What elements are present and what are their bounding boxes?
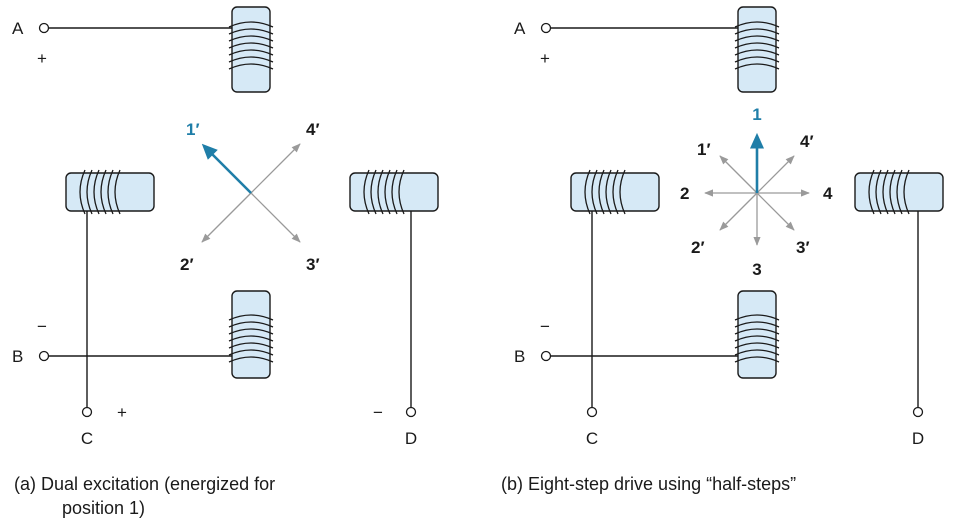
terminal-label-a: A — [514, 19, 526, 38]
coil-top — [228, 6, 274, 93]
polarity-d: − — [373, 403, 383, 422]
vector-1p — [719, 155, 758, 194]
vector-4p — [250, 143, 301, 194]
vector-3p — [756, 192, 795, 231]
vector-label-3p: 3′ — [796, 238, 810, 257]
vector-label-2p: 2′ — [180, 255, 194, 274]
vector-3p — [250, 192, 301, 243]
caption-b: (b) Eight-step drive using “half-steps” — [501, 474, 796, 494]
terminal-label-d: D — [912, 429, 924, 448]
coil-left — [65, 169, 155, 215]
vector-1p-highlight — [201, 143, 252, 194]
vector-label-1: 1 — [752, 105, 761, 124]
terminal-label-b: B — [514, 347, 525, 366]
terminal-c — [586, 406, 598, 418]
vector-label-2: 2 — [680, 184, 689, 203]
coil-right — [349, 169, 439, 215]
vector-4p — [756, 155, 795, 194]
terminal-label-c: C — [81, 429, 93, 448]
terminal-label-a: A — [12, 19, 24, 38]
terminal-label-c: C — [586, 429, 598, 448]
terminal-d — [912, 406, 924, 418]
polarity-b: − — [540, 317, 550, 336]
polarity-a: + — [37, 49, 47, 68]
vector-label-3p: 3′ — [306, 255, 320, 274]
vector-label-2p: 2′ — [691, 238, 705, 257]
caption-a-line2: position 1) — [62, 498, 145, 518]
terminal-b — [540, 350, 552, 362]
vector-2p — [719, 192, 758, 231]
terminal-label-b: B — [12, 347, 23, 366]
panel-a: A B C D + − + − 1′ 4′ 2′ 3′ (a) Dual exc… — [12, 6, 439, 518]
coil-right — [854, 169, 944, 215]
coil-bottom — [228, 290, 274, 379]
coil-top — [734, 6, 780, 93]
terminal-a — [540, 22, 552, 34]
vector-label-4: 4 — [823, 184, 833, 203]
terminal-a — [38, 22, 50, 34]
vector-label-4p: 4′ — [800, 132, 814, 151]
terminal-d — [405, 406, 417, 418]
vector-label-1p: 1′ — [186, 120, 200, 139]
terminal-b — [38, 350, 50, 362]
polarity-c: + — [117, 403, 127, 422]
vector-label-1p: 1′ — [697, 140, 711, 159]
polarity-a: + — [540, 49, 550, 68]
caption-a-line1: (a) Dual excitation (energized for — [14, 474, 275, 494]
vector-2p — [201, 192, 252, 243]
terminal-c — [81, 406, 93, 418]
panel-b: A B C D + − 1 1′ 4′ 2 4 2′ 3′ 3 (b) Eigh… — [501, 6, 944, 494]
vector-label-4p: 4′ — [306, 120, 320, 139]
vector-label-3: 3 — [752, 260, 761, 279]
coil-bottom — [734, 290, 780, 379]
terminal-label-d: D — [405, 429, 417, 448]
polarity-b: − — [37, 317, 47, 336]
coil-left — [570, 169, 660, 215]
